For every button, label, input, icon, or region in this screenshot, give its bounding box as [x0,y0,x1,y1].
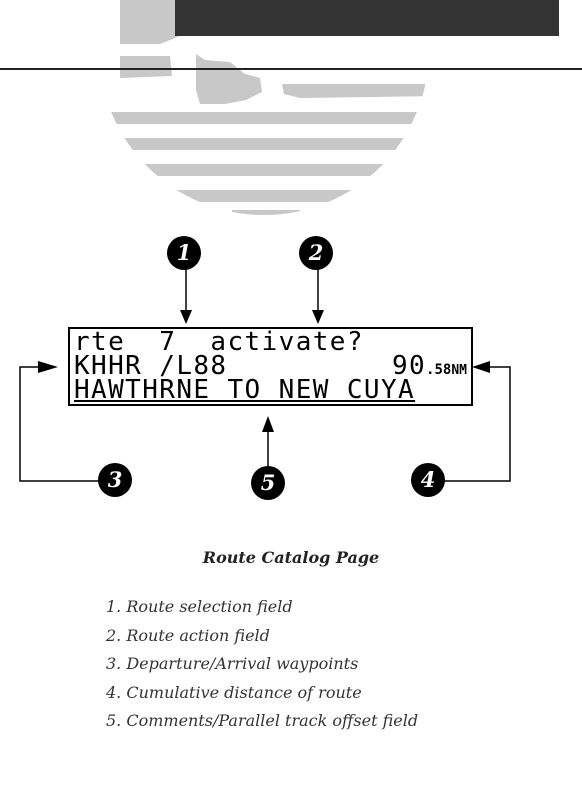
lcd-distance-dec: .58 [426,362,452,378]
callout-5-badge: 5 [251,466,285,500]
legend-item: 2. Route action field [106,625,270,645]
legend-item: 3. Departure/Arrival waypoints [106,654,359,673]
callout-3-badge: 3 [98,463,132,497]
lcd-distance-int: 90 [391,351,427,381]
callout-4-badge: 4 [411,463,445,497]
lcd-waypoints-line: KHHR /L88 [74,351,228,381]
lcd-distance-unit: NM [451,363,467,378]
lcd-distance: 90.58NM [391,351,467,383]
legend-list: 1. Route selection field 2. Route action… [106,593,418,736]
header-rule [0,68,582,70]
lcd-display: rte 7 activate? KHHR /L88 90.58NM HAWTHR… [68,327,473,406]
legend-item: 5. Comments/Parallel track offset field [106,711,419,730]
header-bar [175,0,559,36]
lcd-route-line: rte 7 activate? [74,327,364,357]
legend-item: 1. Route selection field [106,597,293,616]
figure-caption: Route Catalog Page [202,548,380,567]
callout-1-badge: 1 [167,236,201,270]
callout-2-badge: 2 [299,236,333,270]
legend-item: 4. Cumulative distance of route [106,682,362,702]
lcd-comment-line: HAWTHRNE TO NEW CUYA [74,375,416,405]
